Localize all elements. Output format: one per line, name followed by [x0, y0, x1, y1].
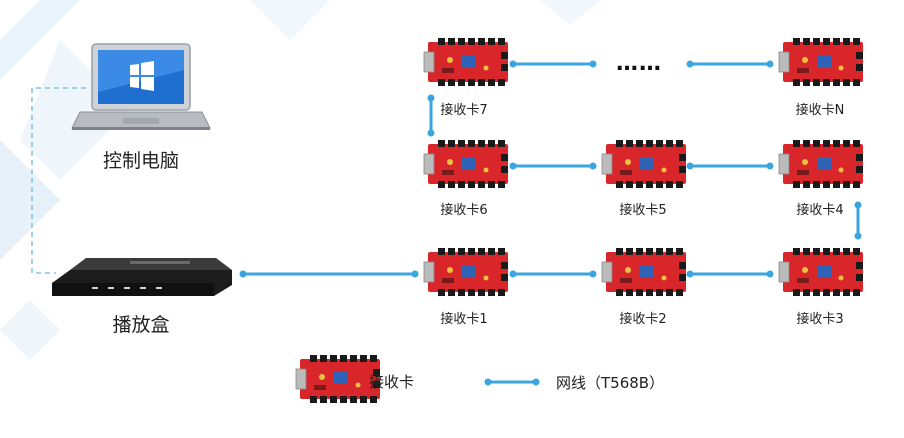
- cable-endpoints: [239, 60, 862, 386]
- card-label-5: 接收卡5: [619, 203, 667, 218]
- cable-dot: [854, 232, 862, 240]
- bg-shape: [0, 300, 60, 360]
- cable-dot: [411, 270, 419, 278]
- cable-dot: [509, 162, 517, 170]
- player-box-icon: [52, 258, 232, 296]
- card-label-3: 接收卡3: [796, 312, 844, 327]
- bg-shape: [20, 40, 130, 180]
- receiver-card-6: [423, 139, 509, 189]
- bg-shape: [0, 140, 60, 260]
- cable-dot: [589, 60, 597, 68]
- cable-dot: [509, 60, 517, 68]
- receiver-card-2: [601, 247, 687, 297]
- card-label-4: 接收卡4: [796, 203, 844, 218]
- card-label-7: 接收卡7: [440, 103, 488, 118]
- legend-cable-dot: [532, 378, 540, 386]
- cable-dot: [589, 270, 597, 278]
- cable-dot: [427, 94, 435, 102]
- computer-label: 控制电脑: [102, 150, 180, 172]
- control-link-dashed: [31, 87, 86, 274]
- card-label-2: 接收卡2: [619, 312, 667, 327]
- legend-cable-dot: [484, 378, 492, 386]
- cable-dot: [766, 162, 774, 170]
- cable-dot: [854, 201, 862, 209]
- cable-dot: [686, 162, 694, 170]
- receiver-card-4: [778, 139, 864, 189]
- cable-dot: [686, 270, 694, 278]
- legend-card-label: 接收卡: [369, 373, 415, 391]
- legend-cable-label: 网线（T568B）: [556, 374, 665, 392]
- cable-group: [243, 62, 860, 384]
- card-label-6: 接收卡6: [440, 203, 488, 218]
- player-label: 播放盒: [112, 314, 170, 336]
- receiver-card-1: [423, 247, 509, 297]
- bg-shape: [0, 0, 80, 80]
- cable-dot: [239, 270, 247, 278]
- cable-dot: [427, 129, 435, 137]
- receiver-card-7: [423, 37, 509, 87]
- more-cards-ellipsis: ……: [616, 51, 662, 76]
- legend-card-icon: [295, 354, 381, 404]
- bg-shape: [540, 0, 600, 25]
- receiver-card-3: [778, 247, 864, 297]
- card-label-1: 接收卡1: [440, 312, 488, 327]
- laptop-icon: [71, 43, 211, 130]
- card-label-n: 接收卡N: [795, 103, 845, 118]
- cable-dot: [766, 60, 774, 68]
- receiver-card-n: [778, 37, 864, 87]
- cable-dot: [766, 270, 774, 278]
- bg-shape: [250, 0, 330, 40]
- cable-dot: [686, 60, 694, 68]
- cable-dot: [509, 270, 517, 278]
- cable-dot: [589, 162, 597, 170]
- receiver-card-5: [601, 139, 687, 189]
